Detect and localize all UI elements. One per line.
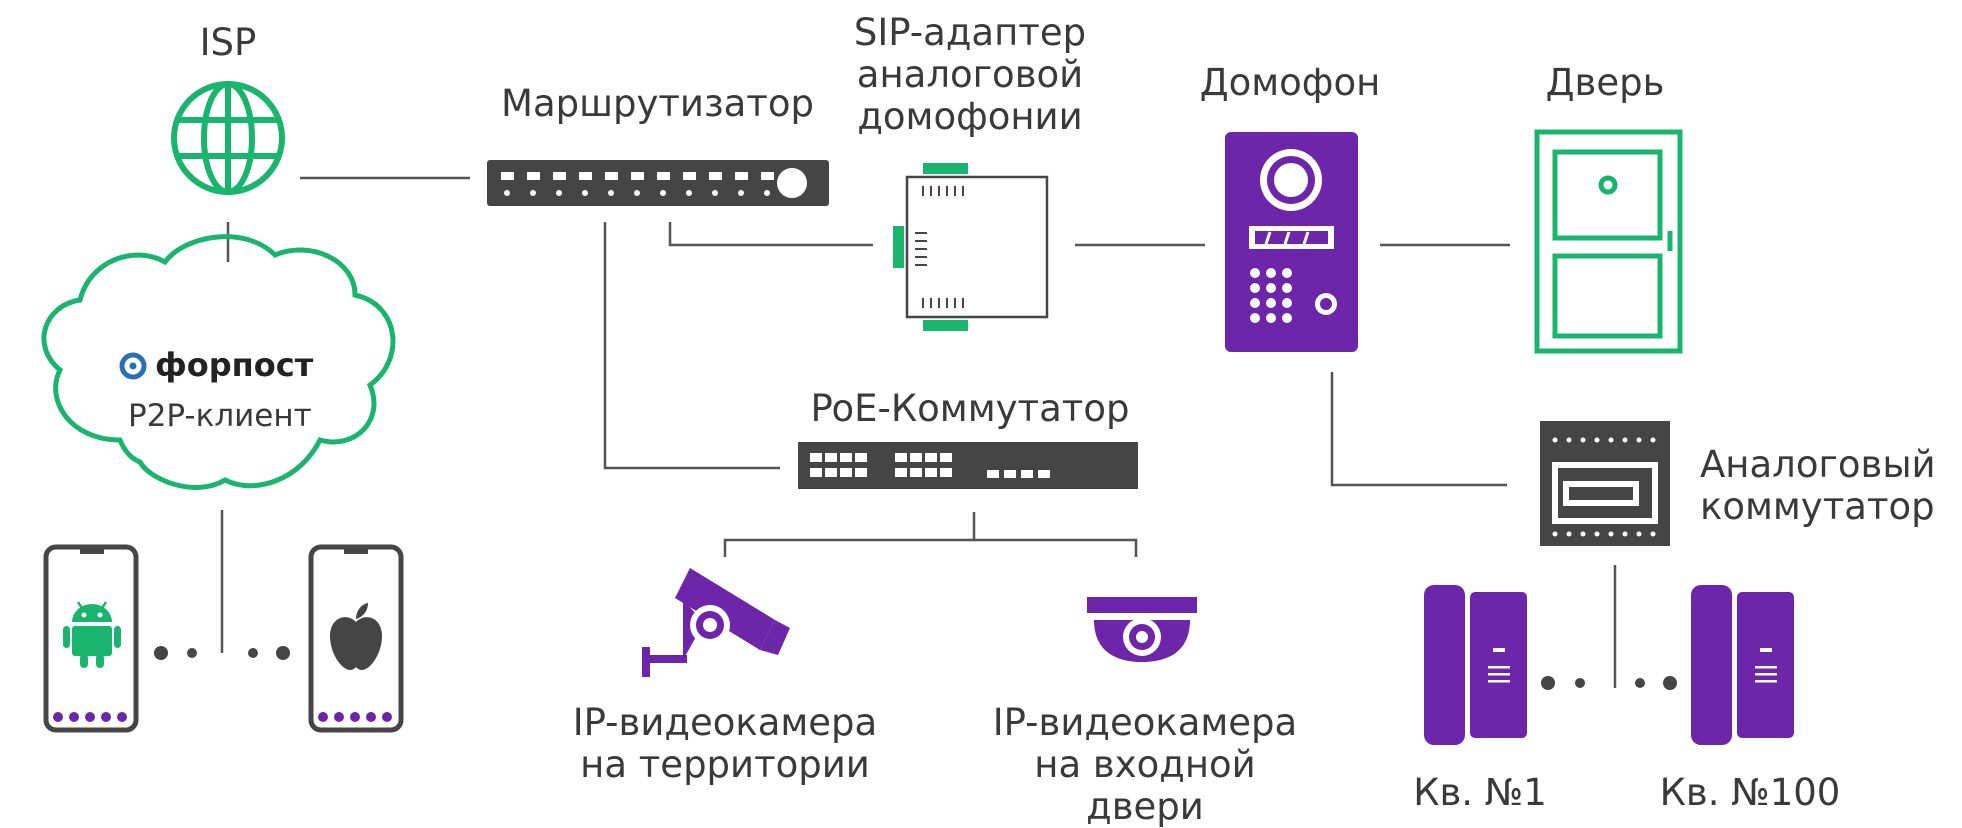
door-label: Дверь xyxy=(1545,61,1665,104)
line-router-poe xyxy=(603,222,780,470)
intercom-panel-icon xyxy=(1225,132,1358,352)
analog-switch-label-line-1: Аналоговый xyxy=(1700,443,1936,486)
intercom-handset-icon-100 xyxy=(1691,585,1794,745)
sip-adapter-label: SIP-адаптер аналоговой домофонии xyxy=(840,12,1100,138)
bullet-camera-icon xyxy=(642,568,790,677)
phone-dots xyxy=(53,712,127,722)
ip-camera-door-label: IP-видеокамера на входной двери xyxy=(960,702,1330,828)
forpost-logo-icon xyxy=(119,352,147,380)
ip-camera-territory-line-1: IP-видеокамера xyxy=(572,701,878,744)
phones-ellipsis xyxy=(154,646,290,660)
analog-switch-icon xyxy=(1540,421,1670,546)
network-switch-icon xyxy=(798,442,1138,489)
ip-camera-door-line-2: на входной xyxy=(1034,743,1256,786)
line-router-sip xyxy=(668,222,873,247)
dome-camera-icon xyxy=(1087,597,1197,662)
sip-adapter-label-line-3: домофонии xyxy=(857,95,1083,138)
ip-camera-door-line-1: IP-видеокамера xyxy=(992,701,1298,744)
router-icon xyxy=(487,160,829,206)
apartment-last-label: Кв. №100 xyxy=(1659,771,1841,814)
apartments-ellipsis xyxy=(1541,676,1677,690)
phone-dots xyxy=(318,712,392,722)
intercom-label: Домофон xyxy=(1199,61,1381,104)
poe-switch-label: PoE-Коммутатор xyxy=(810,387,1130,430)
intercom-handset-icon-1 xyxy=(1424,585,1527,745)
door-icon xyxy=(1534,129,1683,354)
isp-label: ISP xyxy=(199,21,257,64)
globe-icon xyxy=(171,81,285,195)
sip-adapter-label-line-1: SIP-адаптер xyxy=(853,11,1087,54)
cloud-shape xyxy=(41,234,396,490)
ip-camera-territory-label: IP-видеокамера на территории xyxy=(540,702,910,786)
iphone xyxy=(308,544,404,733)
android-phone xyxy=(43,544,139,733)
sip-adapter-icon xyxy=(893,163,1049,331)
analog-switch-label: Аналоговый коммутатор xyxy=(1700,444,1940,528)
ip-camera-territory-line-2: на территории xyxy=(580,743,870,786)
forpost-brand: форпост xyxy=(155,346,314,384)
router-label: Маршрутизатор xyxy=(501,82,814,125)
apartment-first-label: Кв. №1 xyxy=(1413,771,1547,814)
android-icon xyxy=(63,601,121,668)
analog-switch-label-line-2: коммутатор xyxy=(1700,485,1935,528)
line-intercom-analog xyxy=(1330,372,1507,487)
p2p-client-label: P2P-клиент xyxy=(128,398,312,434)
apple-icon xyxy=(330,603,382,670)
line-poe-cameras xyxy=(723,538,1138,557)
ip-camera-door-line-3: двери xyxy=(1086,785,1204,828)
sip-adapter-label-line-2: аналоговой xyxy=(856,53,1084,96)
connection-lines xyxy=(220,176,1617,688)
